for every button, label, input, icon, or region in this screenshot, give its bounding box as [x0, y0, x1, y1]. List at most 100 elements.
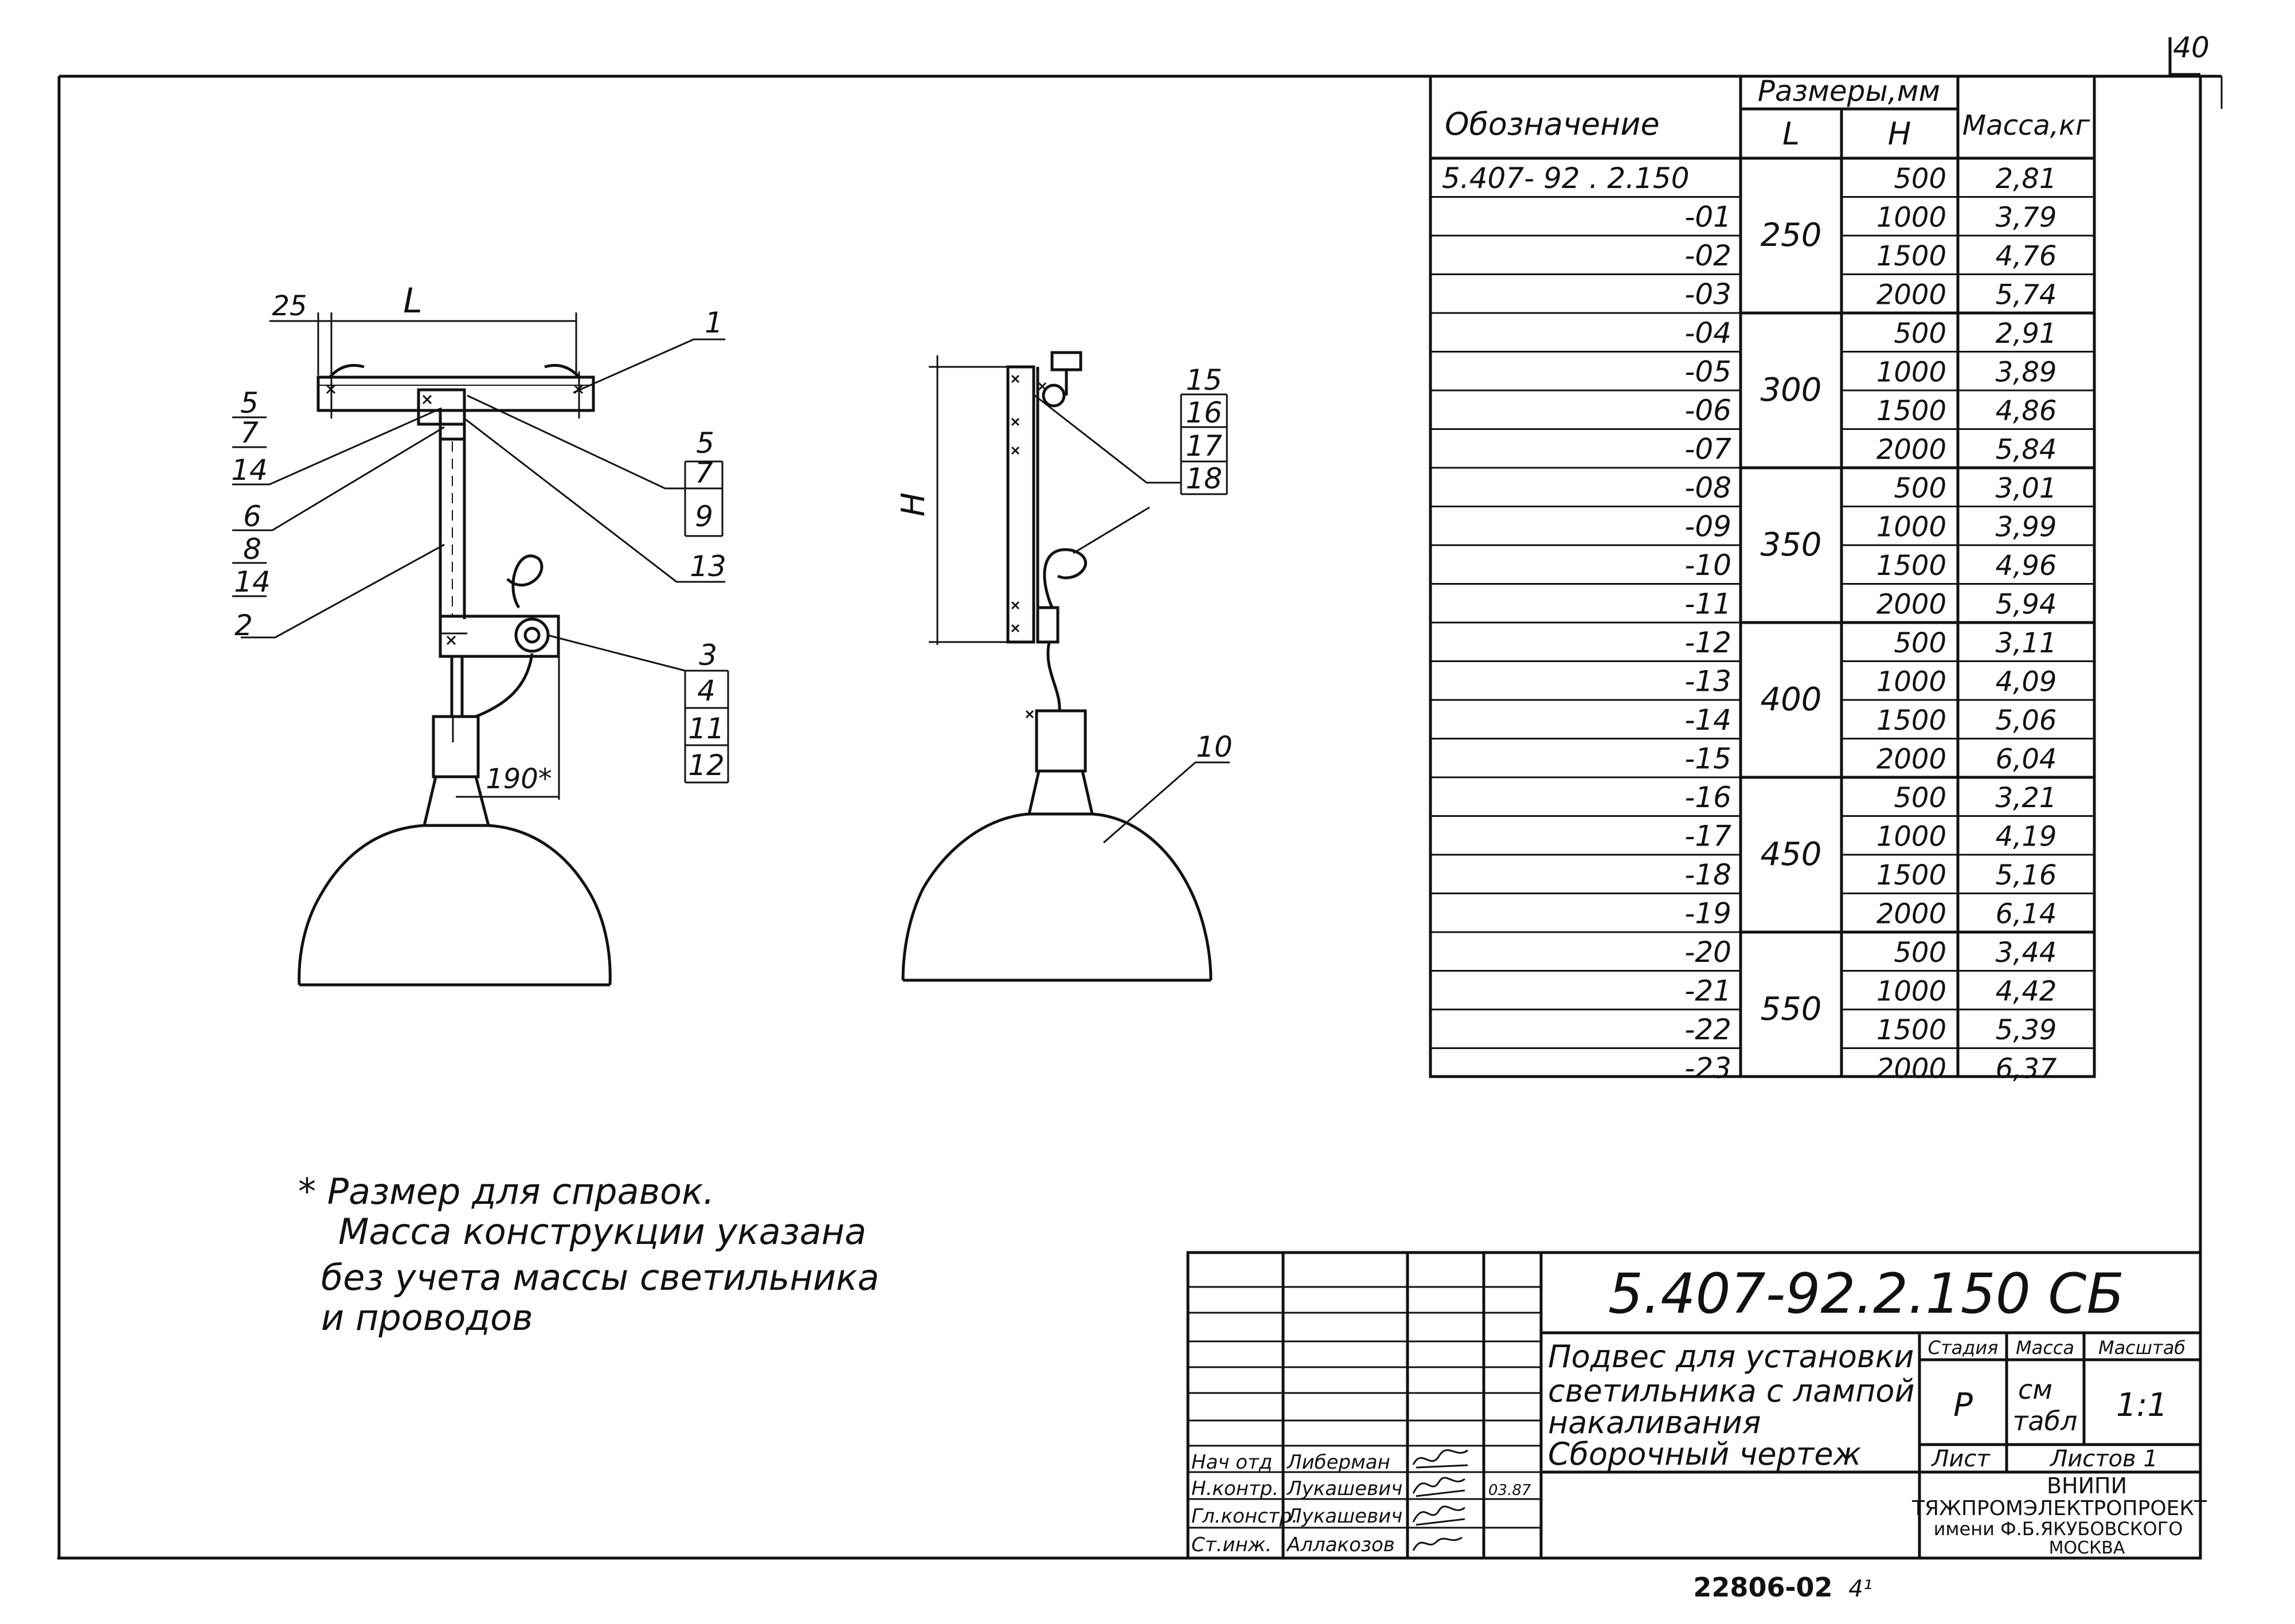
callout-left-top-1: 5 [240, 386, 259, 420]
table-cell-H: 1000 [1876, 976, 1946, 1008]
callout-side-2: 16 [1186, 396, 1222, 429]
table-cell-mass: 5,74 [1996, 279, 2057, 311]
table-cell-mass: 3,11 [1996, 627, 2057, 659]
callout-left-mid-3: 14 [234, 565, 271, 598]
table-cell-mass: 6,37 [1996, 1053, 2057, 1085]
table-cell-designation: -20 [1684, 936, 1731, 969]
doc-code: 5.407-92.2.150 СБ [1608, 1262, 2124, 1326]
table-cell-designation: -12 [1684, 626, 1731, 659]
sheet-label: Лист [1930, 1446, 1991, 1472]
table-cell-designation: -18 [1684, 858, 1731, 891]
table-cell-mass: 3,21 [1996, 782, 2057, 814]
table-cell-mass: 4,19 [1996, 821, 2057, 853]
table-cell-designation: -17 [1684, 820, 1731, 853]
table-cell-H: 2000 [1876, 589, 1946, 621]
table-cell-mass: 6,14 [1996, 898, 2057, 930]
table-cell-designation: -07 [1684, 433, 1731, 466]
scale-header: Масштаб [2098, 1337, 2185, 1359]
callout-left-top-3: 14 [231, 453, 268, 487]
table-cell-mass: 4,86 [1996, 395, 2057, 427]
table-cell-L: 550 [1761, 991, 1822, 1028]
signature-marks [1412, 1449, 1468, 1551]
scale-value: 1:1 [2116, 1387, 2168, 1424]
spec-table: Обозначение Размеры,мм L H Масса,кг 5.40… [1429, 75, 2096, 1085]
table-cell-designation: -21 [1684, 975, 1731, 1008]
table-cell-mass: 5,16 [1996, 859, 2057, 891]
table-cell-H: 1000 [1876, 357, 1946, 389]
callout-left-mid-2: 8 [243, 533, 261, 566]
table-cell-mass: 4,76 [1996, 240, 2057, 272]
table-cell-H: 1500 [1876, 705, 1946, 737]
mass-value-2: табл [2013, 1406, 2078, 1437]
notes: * Размер для справок. Масса конструкции … [298, 1171, 879, 1339]
table-cell-mass: 5,84 [1996, 434, 2057, 466]
sig-role-3: Гл.констр. [1191, 1505, 1298, 1528]
table-cell-designation: -14 [1684, 703, 1731, 737]
table-cell-H: 500 [1894, 163, 1946, 195]
archive-number: 22806-02 [1693, 1572, 1832, 1603]
table-cell-L: 400 [1761, 681, 1822, 718]
callout-side-4: 18 [1186, 462, 1222, 495]
doc-title-1: Подвес для установки [1548, 1339, 1914, 1375]
table-cell-H: 2000 [1876, 898, 1946, 930]
table-cell-H: 1500 [1876, 395, 1946, 427]
table-cell-H: 2000 [1876, 743, 1946, 776]
sig-name-3: Лукашевич [1286, 1505, 1402, 1528]
callout-left-top-2: 7 [240, 416, 259, 449]
table-cell-designation: -16 [1684, 781, 1731, 814]
table-cell-designation: -01 [1684, 201, 1731, 234]
table-cell-designation: 5.407- 92 . 2.150 [1442, 162, 1690, 195]
table-cell-designation: -11 [1684, 588, 1731, 621]
org-line-1: ВНИПИ [2047, 1473, 2127, 1498]
callout-1: 1 [705, 306, 723, 339]
org-line-2: ТЯЖПРОМЭЛЕКТРОПРОЕКТ [1911, 1497, 2207, 1520]
sig-name-1: Либерман [1286, 1451, 1390, 1474]
sig-role-4: Ст.инж. [1191, 1533, 1272, 1556]
table-cell-H: 2000 [1876, 434, 1946, 466]
doc-title-4: Сборочный чертеж [1548, 1436, 1862, 1472]
table-cell-mass: 3,01 [1996, 472, 2057, 504]
table-cell-designation: -05 [1684, 355, 1731, 389]
callout-right-low-3: 11 [688, 712, 725, 745]
callout-left-mid-1: 6 [243, 500, 261, 533]
table-cell-H: 1500 [1876, 240, 1946, 272]
stage-header: Стадия [1928, 1337, 1999, 1359]
table-cell-designation: -19 [1684, 897, 1731, 930]
callout-right-top-1: 5 [696, 426, 714, 460]
header-designation: Обозначение [1445, 106, 1660, 142]
header-L: L [1782, 116, 1800, 152]
table-cell-L: 350 [1761, 526, 1822, 563]
dim-190-label: 190* [486, 763, 552, 795]
table-cell-mass: 5,94 [1996, 589, 2057, 621]
dim-H-label: H [895, 492, 932, 516]
mass-value-1: см [2018, 1374, 2052, 1405]
sig-role-2: Н.контр. [1191, 1477, 1279, 1500]
callout-2: 2 [234, 609, 253, 642]
sig-date-2: 03.87 [1488, 1482, 1531, 1499]
table-cell-mass: 4,09 [1996, 666, 2057, 698]
table-cell-H: 1500 [1876, 859, 1946, 891]
table-cell-H: 2000 [1876, 1053, 1946, 1085]
table-cell-mass: 3,79 [1996, 202, 2057, 234]
note-line-1: * Размер для справок. [298, 1171, 714, 1212]
table-cell-mass: 2,81 [1996, 163, 2057, 195]
table-cell-H: 1000 [1876, 202, 1946, 234]
table-cell-designation: -10 [1684, 549, 1731, 582]
note-line-2: Масса конструкции указана [338, 1211, 866, 1253]
table-cell-designation: -03 [1684, 278, 1731, 311]
table-cell-H: 500 [1894, 627, 1946, 659]
mass-header: Масса [2016, 1337, 2074, 1359]
dim-L-label: L [403, 281, 422, 321]
page-number: 40 [2173, 31, 2210, 64]
table-cell-mass: 4,42 [1996, 976, 2057, 1008]
sheets-label: Листов 1 [2049, 1446, 2158, 1472]
table-cell-mass: 5,39 [1996, 1014, 2057, 1046]
table-cell-L: 450 [1761, 836, 1822, 873]
table-cell-H: 1000 [1876, 511, 1946, 543]
table-cell-L: 300 [1761, 371, 1822, 409]
table-cell-designation: -04 [1684, 316, 1731, 350]
table-cell-H: 500 [1894, 472, 1946, 504]
org-line-3: имени Ф.Б.ЯКУБОВСКОГО [1934, 1518, 2183, 1540]
note-line-3: без учета массы светильника [321, 1257, 879, 1298]
table-cell-designation: -13 [1684, 665, 1731, 698]
